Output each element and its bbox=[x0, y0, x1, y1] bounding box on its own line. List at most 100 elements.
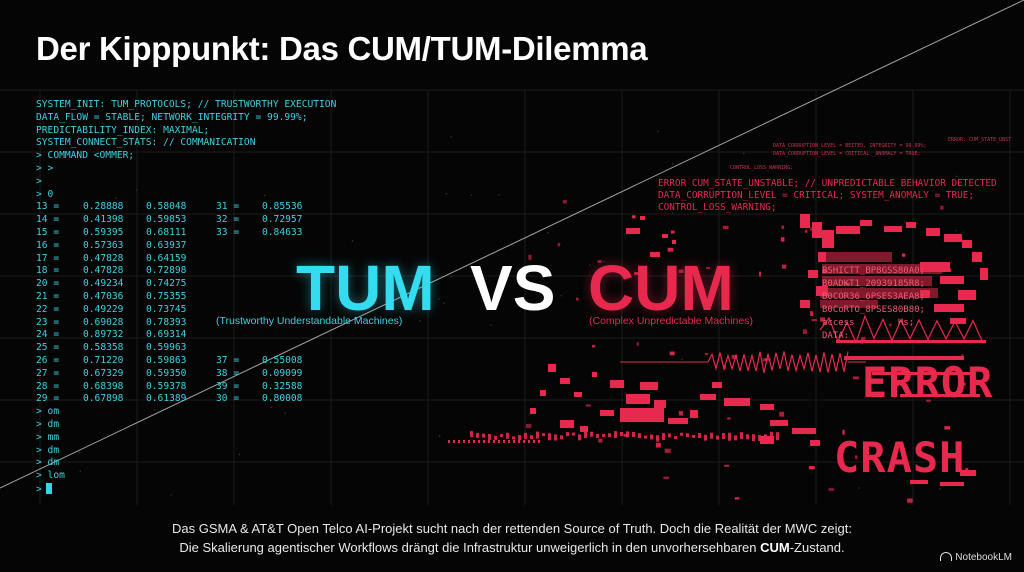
glitch-block bbox=[626, 228, 640, 234]
terminal-cell: 0.73745 bbox=[146, 303, 187, 315]
glitch-stripe bbox=[488, 433, 491, 440]
glitch-pixel bbox=[678, 269, 684, 274]
glitch-stripe bbox=[566, 432, 569, 437]
glitch-stripe bbox=[650, 434, 653, 440]
glitch-pixel bbox=[803, 329, 807, 335]
dust-dot bbox=[657, 130, 659, 133]
glitch-stripe bbox=[752, 434, 755, 442]
glitch-stripe bbox=[572, 432, 575, 436]
glitch-stripe bbox=[638, 433, 641, 439]
glitch-pixel bbox=[656, 439, 660, 443]
glitch-bar bbox=[820, 300, 878, 308]
terminal-cell: 0.69314 bbox=[146, 329, 187, 341]
garbled-line: B0CoRTO_8PSES80B80; bbox=[822, 305, 925, 315]
glitch-stripe bbox=[554, 434, 557, 441]
dust-dot bbox=[443, 302, 445, 305]
glitch-pixel bbox=[525, 423, 532, 428]
glitch-stripe bbox=[493, 440, 495, 443]
error-small-line: DATA_CORRUPTION_LEVEL = BEITED, INTEGRIT… bbox=[773, 143, 927, 149]
dust-dot bbox=[270, 406, 272, 409]
glitch-pixel bbox=[731, 354, 738, 359]
glitch-block bbox=[800, 214, 810, 228]
terminal-cell: 0.59853 bbox=[146, 214, 187, 226]
glitch-pixel bbox=[780, 237, 785, 242]
glitch-stripe bbox=[662, 433, 665, 441]
glitch-bar bbox=[836, 340, 986, 343]
glitch-pixel bbox=[894, 384, 899, 387]
dust-dot bbox=[955, 229, 957, 232]
glitch-stripe bbox=[692, 434, 695, 438]
glitch-stripe bbox=[476, 432, 479, 438]
glitch-stripe bbox=[538, 440, 540, 443]
glitch-block bbox=[844, 356, 964, 360]
glitch-stripe bbox=[776, 432, 779, 441]
glitch-pixel bbox=[961, 354, 964, 358]
terminal-cell: 0.72957 bbox=[262, 214, 303, 226]
glitch-block bbox=[712, 382, 722, 388]
terminal-cell: 0.58048 bbox=[146, 201, 187, 213]
glitch-stripe bbox=[473, 440, 475, 443]
glitch-stripe bbox=[536, 431, 539, 439]
glitch-stripe bbox=[710, 432, 713, 439]
terminal-line: SYSTEM_CONNECT_STATS: // COMMANICATION bbox=[36, 137, 256, 149]
caption-line-1: Das GSMA & AT&T Open Telco AI-Projekt su… bbox=[172, 521, 852, 536]
terminal-cell: 18 = bbox=[36, 265, 60, 277]
glitch-block bbox=[860, 220, 872, 226]
glitch-block bbox=[760, 404, 774, 410]
terminal-cell: 0.78393 bbox=[146, 316, 187, 328]
terminal-cell: 0.67329 bbox=[83, 367, 124, 379]
glitch-stripe bbox=[656, 435, 659, 441]
glitch-pixel bbox=[868, 220, 872, 223]
terminal-cell: 21 = bbox=[36, 291, 60, 302]
dust-dot bbox=[560, 294, 562, 297]
glitch-block bbox=[884, 226, 902, 232]
glitch-stripe bbox=[674, 436, 677, 440]
dust-dot bbox=[547, 232, 549, 234]
glitch-stripe bbox=[704, 434, 707, 441]
glitch-stripe bbox=[542, 433, 545, 437]
glitch-pixel bbox=[664, 448, 671, 453]
glitch-pixel bbox=[636, 342, 640, 346]
caption: Das GSMA & AT&T Open Telco AI-Projekt su… bbox=[0, 519, 1024, 557]
glitch-stripe bbox=[596, 433, 599, 438]
dust-dot bbox=[115, 197, 117, 200]
glitch-stripe bbox=[494, 435, 497, 440]
dust-dot bbox=[284, 412, 286, 415]
glitch-pixel bbox=[724, 464, 730, 467]
dust-dot bbox=[170, 494, 172, 496]
terminal-cell: 0.57363 bbox=[83, 239, 124, 251]
glitch-stripe bbox=[528, 440, 530, 443]
glitch-block bbox=[940, 276, 964, 284]
diagonal-divider bbox=[0, 0, 1024, 489]
glitch-block bbox=[540, 390, 546, 396]
error-word: ERROR bbox=[862, 358, 994, 407]
glitch-stripe bbox=[453, 440, 455, 443]
glitch-block bbox=[724, 398, 750, 406]
glitch-pixel bbox=[727, 417, 731, 420]
glitch-pixel bbox=[585, 404, 591, 407]
dust-dot bbox=[747, 356, 749, 358]
glitch-pixel bbox=[962, 382, 966, 386]
glitch-pixel bbox=[704, 352, 709, 356]
terminal-cell: 25 = bbox=[36, 342, 60, 354]
glitch-block bbox=[944, 234, 962, 242]
terminal-cell: 0.59378 bbox=[146, 380, 187, 392]
terminal-cell: 16 = bbox=[36, 239, 60, 251]
glitch-block bbox=[548, 364, 556, 372]
glitch-pixel bbox=[722, 225, 729, 229]
glitch-pixel bbox=[861, 336, 866, 342]
glitch-stripe bbox=[740, 432, 743, 440]
dust-dot bbox=[136, 189, 138, 192]
glitch-stripe bbox=[746, 434, 749, 440]
cursor-icon bbox=[45, 483, 52, 494]
dust-dot bbox=[955, 175, 958, 178]
terminal-cell: 0.47828 bbox=[83, 252, 124, 264]
glitch-block bbox=[574, 392, 582, 397]
waveform-lower bbox=[707, 351, 849, 373]
glitch-stripe bbox=[506, 432, 509, 439]
glitch-stripe bbox=[518, 434, 521, 440]
glitch-block bbox=[626, 394, 650, 404]
glitch-block bbox=[958, 290, 976, 300]
glitch-pixel bbox=[592, 344, 596, 348]
error-small-line: ERROR: CUM_STATE_UNST bbox=[948, 137, 1012, 143]
